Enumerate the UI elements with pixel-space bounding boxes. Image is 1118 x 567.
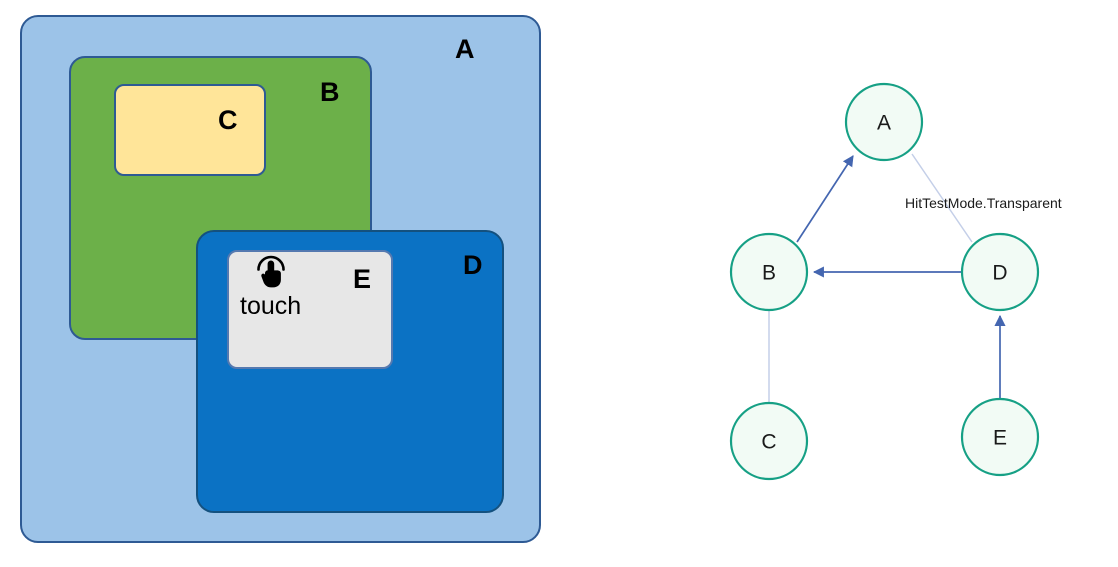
graph-node-e-label: E: [993, 427, 1007, 450]
nested-box-e-label: E: [353, 264, 372, 294]
graph-node-b-label: B: [762, 262, 776, 285]
graph-node-a[interactable]: A: [844, 82, 924, 162]
graph-node-d[interactable]: D: [960, 232, 1040, 312]
edge-a-d: [911, 153, 973, 243]
graph-node-c-circle[interactable]: [729, 401, 809, 481]
nested-box-d-label: D: [463, 250, 483, 280]
edge-b-to-a: [796, 155, 854, 243]
graph-node-a-label: A: [877, 112, 891, 135]
graph-node-e[interactable]: E: [960, 397, 1040, 477]
nested-box-b-label: B: [320, 77, 340, 107]
graph-node-e-circle[interactable]: [960, 397, 1040, 477]
graph-node-d-label: D: [992, 262, 1007, 285]
nested-box-c[interactable]: [114, 84, 266, 176]
touch-tap-icon: [257, 255, 285, 288]
nested-box-e[interactable]: [227, 250, 393, 369]
nested-box-c-label: C: [218, 105, 238, 135]
touch-label: touch: [240, 292, 302, 320]
nested-box-a-label: A: [455, 34, 475, 64]
node-graph: HitTestMode.Transparent A B D C E: [729, 82, 1062, 481]
graph-node-c-label: C: [761, 431, 776, 454]
graph-node-b[interactable]: B: [729, 232, 809, 312]
graph-node-c[interactable]: C: [729, 401, 809, 481]
graph-node-a-circle[interactable]: [844, 82, 924, 162]
graph-node-b-circle[interactable]: [729, 232, 809, 312]
edge-annotation-hittestmode: HitTestMode.Transparent: [905, 195, 1062, 211]
graph-node-d-circle[interactable]: [960, 232, 1040, 312]
